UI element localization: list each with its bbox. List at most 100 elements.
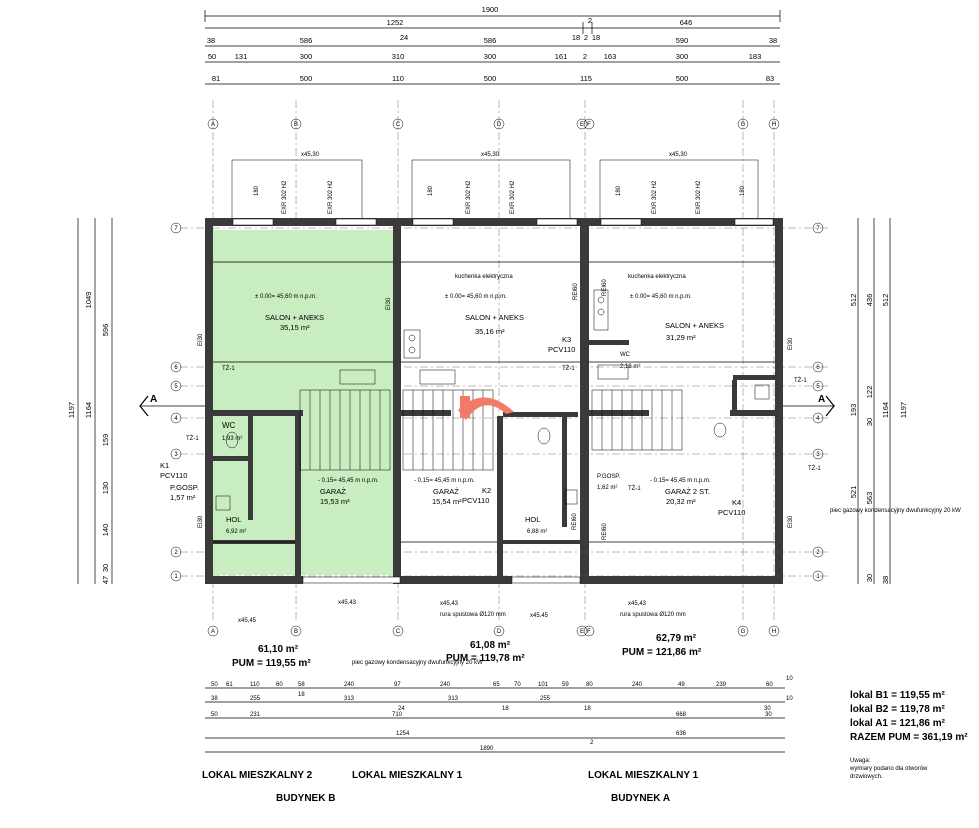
a1-garaz-name: GARAŻ 2 ST.	[665, 487, 710, 496]
dim-bot-r2-7: 255	[540, 696, 551, 702]
dim-bot-r1-1: 61	[226, 682, 233, 688]
interior-dims	[213, 261, 775, 543]
dim-bot-r1-7: 240	[440, 682, 451, 688]
total-line-3: lokal A1 = 121,86 m²	[850, 718, 946, 729]
dim-bot-r1-11: 59	[562, 682, 569, 688]
axis-label-c-bottom: C	[396, 629, 401, 635]
dim-top-r3-0: 50	[208, 52, 216, 61]
sill-3: 180	[616, 185, 622, 196]
dim-bot-r1-2: 110	[250, 682, 260, 688]
red-arrow-icon	[458, 397, 514, 420]
dim-right-p6: 521	[849, 486, 858, 499]
axis-label-b-bottom: B	[294, 629, 298, 635]
axis-num-6-right: 6	[816, 365, 820, 371]
ext-label-5: EXR 302 H2	[652, 180, 658, 214]
b1-area: 61,08 m²	[470, 640, 511, 651]
dim-bot-r1-14: 49	[678, 682, 685, 688]
axis-num-4: 4	[174, 416, 178, 422]
section-label-left: A	[150, 394, 157, 405]
dim-right-p0: 512	[849, 294, 858, 307]
axis-label-h-bottom: H	[772, 629, 776, 635]
a1-wc-name: WC	[620, 352, 631, 358]
dim-right-outer: 1197	[899, 402, 908, 418]
b2-pgosp-area: 1,57 m²	[170, 493, 196, 502]
ei30-label-4: EI30	[788, 337, 794, 350]
dim-bot-r2-5: 313	[448, 696, 459, 702]
dim-top-r4-4: 115	[580, 74, 592, 83]
total-line-2: lokal B2 = 119,78 m²	[850, 704, 945, 715]
rura-label-2: rura spustowa Ø120 mm	[620, 612, 686, 618]
unit-summaries: 61,10 m² PUM = 119,55 m² 61,08 m² PUM = …	[232, 633, 702, 669]
dim-right-p7: 563	[865, 492, 874, 505]
b2-salon-name: SALON + ANEKS	[265, 313, 324, 322]
ext-label-6: EXR 302 H2	[696, 180, 702, 214]
rei60-label-2: REI60	[602, 279, 608, 296]
a1-wc-area: 2,18 m²	[620, 364, 640, 370]
dim-top-r1-b: 2	[588, 16, 592, 25]
rei60-label-4: REI60	[602, 523, 608, 540]
dim-bot-r2-9: 30	[764, 706, 771, 712]
dim-bot-total: 1890	[480, 746, 494, 752]
dim-top-r2-2: 24	[400, 33, 408, 42]
axis-letters-top: A B C D E F G H	[207, 118, 780, 130]
rura-label-1: rura spustowa Ø120 mm	[440, 612, 506, 618]
tz1-label-1: TŻ-1	[222, 365, 235, 372]
a1-salon-level: ± 0.00= 45,60 m n.p.m.	[630, 294, 692, 300]
total-line-1: lokal B1 = 119,55 m²	[850, 690, 945, 701]
dim-top-r2-0: 38	[207, 36, 215, 45]
k3-pcv: PCV110	[548, 345, 575, 354]
dim-top-r2-5: 2	[584, 33, 588, 42]
dim-bot-r1-9: 70	[514, 682, 521, 688]
b2-pgosp-name: P.GOSP.	[170, 483, 199, 492]
dim-bot-r2-0: 38	[211, 696, 218, 702]
ei30-label-2: EI30	[198, 515, 204, 528]
dim-left-p2: 159	[101, 434, 110, 447]
b1-hol-area: 6,88 m²	[527, 529, 547, 535]
b1-salon-area: 35,16 m²	[475, 327, 505, 336]
dim-left-p1: 1049	[84, 292, 93, 309]
b2-pum: PUM = 119,55 m²	[232, 658, 311, 669]
b1-garaz-area: 15,54 m²	[432, 497, 462, 506]
tz1-label-4: TŻ-1	[628, 485, 641, 492]
dim-bot-r2-8: 18	[584, 706, 591, 712]
rei60-label-1: REI60	[573, 283, 579, 300]
dim-top-r4-0: 81	[212, 74, 220, 83]
dim-right-p3: 122	[865, 386, 874, 399]
dim-right-p1: 436	[865, 294, 874, 307]
a1-garaz-level: - 0.15= 45,45 m n.p.m.	[650, 478, 711, 484]
k2-label: K2	[482, 486, 491, 495]
axis-num-5: 5	[174, 384, 178, 390]
axis-label-h: H	[772, 122, 776, 128]
rei60-label-3: REI60	[572, 513, 578, 530]
dim-bot-r3-3: 668	[676, 712, 687, 718]
dim-bot-r3-2: 710	[392, 712, 403, 718]
tz1-label-2: TŻ-1	[186, 435, 199, 442]
axis-label-c: C	[396, 122, 401, 128]
dim-bot-r2-6: 18	[502, 706, 509, 712]
axis-label-b: B	[294, 122, 298, 128]
note-block: Uwaga: wymiary podano dla otworów drzwio…	[849, 758, 928, 780]
a1-pum: PUM = 121,86 m²	[622, 647, 702, 658]
axis-numbers: 7 6 5 4 3 2 1 7 6 5 4 3 2 1	[170, 222, 824, 582]
dim-top-r4-6: 83	[766, 74, 774, 83]
garage-doors	[302, 576, 581, 584]
axis-num-1: 1	[174, 574, 178, 580]
k2-pcv: PCV110	[462, 496, 489, 505]
b2-wc-name: WC	[222, 421, 236, 430]
dim-top-r2-8: 38	[769, 36, 777, 45]
axis-num-2-right: 2	[816, 550, 820, 556]
dim-bot-r3-4: 30	[765, 712, 772, 718]
dim-left-p3: 130	[101, 482, 110, 495]
axis-letters-bottom: A B C D E F G H	[207, 625, 780, 637]
totals-block: lokal B1 = 119,55 m² lokal B2 = 119,78 m…	[850, 690, 968, 743]
piec-label-a: piec gazowy kondensacyjny dwufunkcyjny 2…	[830, 508, 961, 514]
axis-num-7-right: 7	[816, 226, 820, 232]
elev-x4545b: x45,45	[530, 613, 549, 619]
dim-top-r3-7: 163	[604, 52, 617, 61]
dim-bot-r4-1: 2	[590, 740, 594, 746]
dim-bot-r1-5: 240	[344, 682, 355, 688]
walls	[205, 218, 783, 584]
a1-pgosp-name: P.GOSP.	[597, 474, 620, 480]
ext-label-2: EXR 302 H2	[328, 180, 334, 214]
elev-x4543b: x45,43	[440, 601, 459, 607]
